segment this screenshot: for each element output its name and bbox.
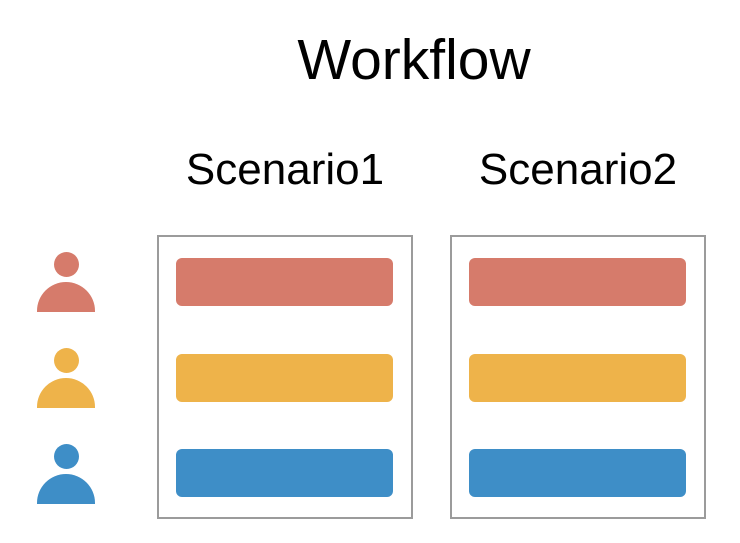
person-head bbox=[53, 444, 79, 469]
task-bar bbox=[469, 258, 686, 306]
diagram-title: Workflow bbox=[297, 28, 531, 92]
scenario2-label: Scenario2 bbox=[478, 145, 678, 194]
person-torso bbox=[37, 378, 95, 408]
task-bar bbox=[176, 258, 393, 306]
person-torso bbox=[37, 282, 95, 312]
task-bar bbox=[176, 449, 393, 497]
scenario2-box bbox=[450, 235, 706, 519]
task-bar bbox=[469, 354, 686, 402]
person-head bbox=[53, 252, 79, 277]
person-head bbox=[53, 348, 79, 373]
scenario1-box bbox=[157, 235, 413, 519]
person-torso bbox=[37, 474, 95, 504]
person-icon bbox=[37, 252, 95, 312]
person-icon bbox=[37, 444, 95, 504]
task-bar bbox=[176, 354, 393, 402]
task-bar bbox=[469, 449, 686, 497]
scenario1-label: Scenario1 bbox=[185, 145, 385, 194]
person-icon bbox=[37, 348, 95, 408]
